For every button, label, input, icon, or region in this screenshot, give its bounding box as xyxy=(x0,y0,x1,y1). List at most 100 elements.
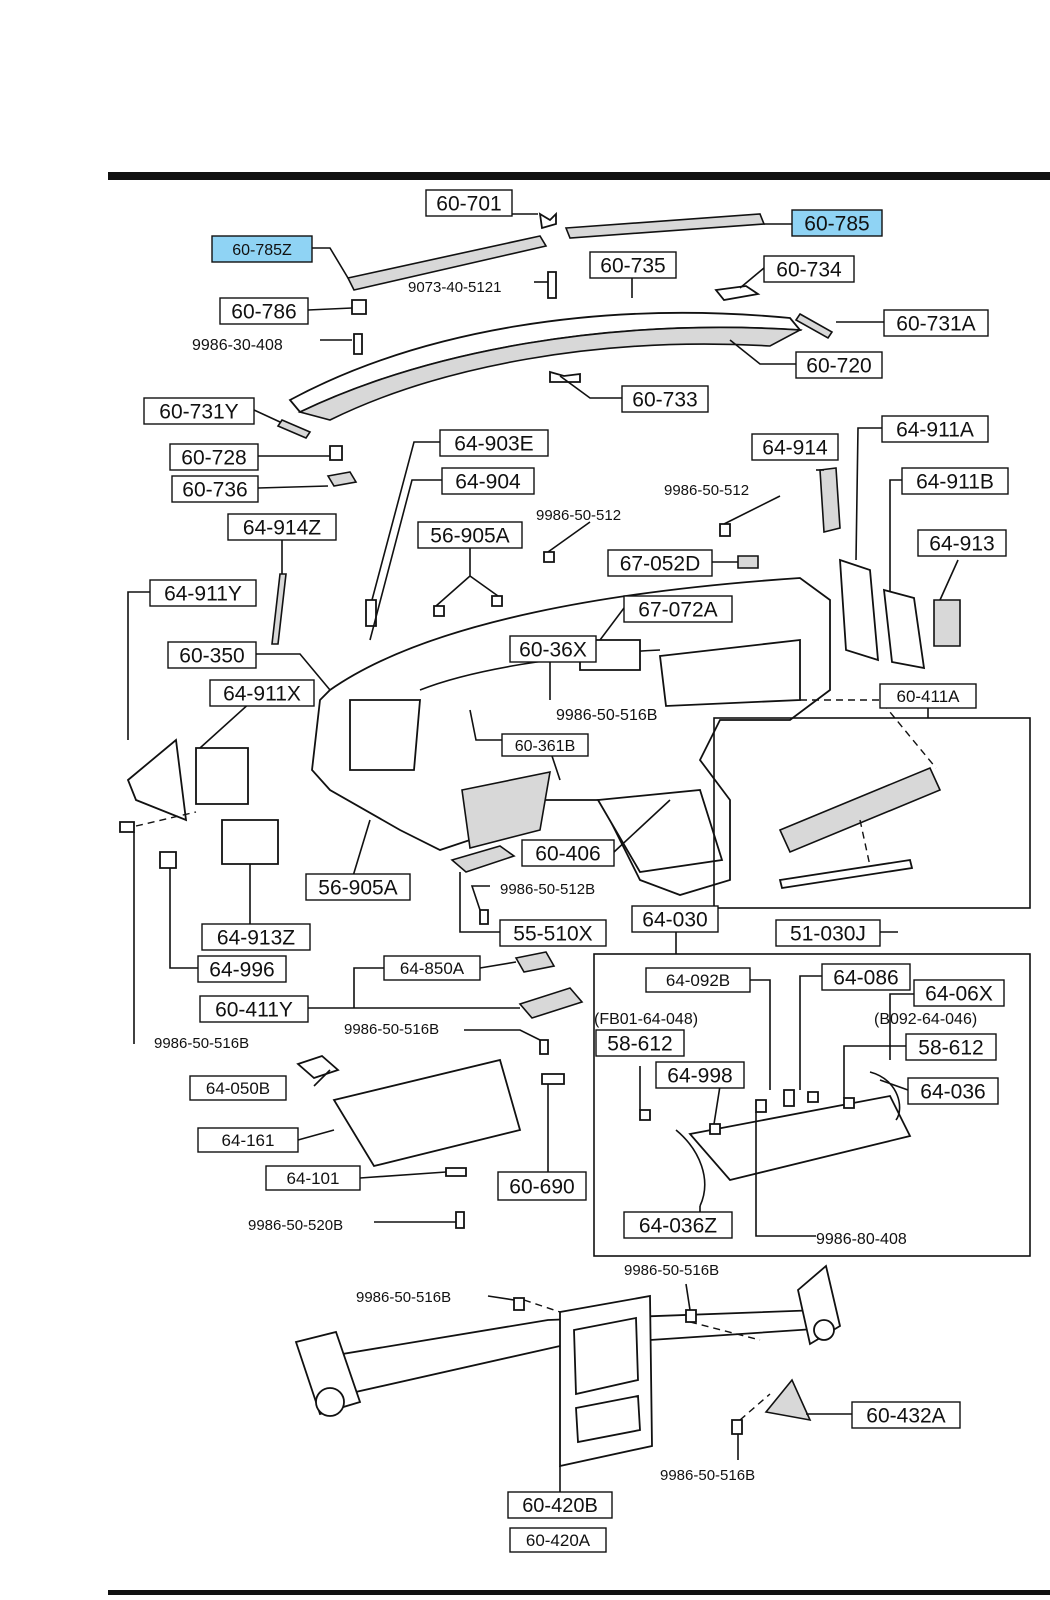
callout-text: 56-905A xyxy=(430,525,509,548)
callout-text: (B092-64-046) xyxy=(874,1011,977,1028)
callout-box xyxy=(219,297,309,325)
callout-60-731y: 60-731Y xyxy=(143,397,255,425)
callout-box xyxy=(509,1527,607,1553)
callout-text: 64-913 xyxy=(929,533,994,556)
callout-text: 60-735 xyxy=(600,255,665,278)
bracket-60-411Y xyxy=(518,987,584,1019)
callout-text: 9986-50-520B xyxy=(248,1217,343,1234)
callout-64-850a: 64-850A xyxy=(383,955,481,981)
callout-text: 9986-50-516B xyxy=(356,1289,451,1306)
callout-box xyxy=(497,1171,587,1201)
screw-9986-50-512-b xyxy=(719,523,731,537)
callout-text: 67-052D xyxy=(620,553,701,576)
callout-box xyxy=(507,1491,613,1519)
callout-60-728: 60-728 xyxy=(169,443,259,471)
callout-64-998: 64-998 xyxy=(655,1061,745,1089)
callout-60-736: 60-736 xyxy=(171,475,259,503)
callout-64-914: 64-914 xyxy=(751,433,839,461)
pad-60-736 xyxy=(326,471,358,487)
dash-line-c xyxy=(739,1393,771,1421)
dash-pad-lower xyxy=(297,326,803,421)
callout-text: 58-612 xyxy=(607,1033,672,1056)
callout-box xyxy=(907,1077,999,1105)
callout-box xyxy=(197,1127,299,1153)
callout-60-350: 60-350 xyxy=(167,641,257,669)
callout-box xyxy=(201,923,311,951)
callout-9986-50-516b: 9986-50-516B xyxy=(624,1262,719,1279)
callout-box xyxy=(879,683,977,709)
left-bracket xyxy=(294,1330,362,1416)
callout-box xyxy=(197,955,287,983)
callout-text: 60-411Y xyxy=(215,999,293,1022)
callout-9986-50-512b: 9986-50-512B xyxy=(500,881,595,898)
callout-56-905a: 56-905A xyxy=(417,521,523,549)
callout-text: 60-786 xyxy=(231,301,296,324)
callout-box xyxy=(595,1029,685,1057)
lower-panel-60-411A xyxy=(778,766,942,854)
callout-box xyxy=(441,467,535,495)
callout-9986-50-516b: 9986-50-516B xyxy=(556,707,657,724)
center-stay-window-upper xyxy=(573,1316,639,1396)
callout-text: 9986-50-516B xyxy=(624,1262,719,1279)
callout-9986-80-408: 9986-80-408 xyxy=(816,1231,907,1248)
callout-64-911b: 64-911B xyxy=(901,467,1009,495)
callout-box xyxy=(305,873,411,901)
callout-box xyxy=(417,521,523,549)
callout-text: 60-728 xyxy=(181,447,246,470)
callout-box xyxy=(209,679,315,707)
callout-64-996: 64-996 xyxy=(197,955,287,983)
callout-60-36x: 60-36X xyxy=(509,635,597,663)
callout-text: 64-911B xyxy=(916,471,994,494)
left-vent-opening xyxy=(349,699,421,771)
callout-text: 60-731A xyxy=(896,313,975,336)
callout-text: 64-850A xyxy=(400,959,465,978)
callout-9986-30-408: 9986-30-408 xyxy=(192,337,283,354)
callout-text: 64-06X xyxy=(925,983,993,1006)
screw-left xyxy=(119,821,135,833)
clip-60-734 xyxy=(714,285,761,301)
screw-9073 xyxy=(547,271,557,299)
callout-64-101: 64-101 xyxy=(265,1165,361,1191)
screw-9986-50-520B xyxy=(455,1211,465,1229)
callout-60-411y: 60-411Y xyxy=(199,995,309,1023)
screw-9986-80-408 xyxy=(755,1099,767,1113)
callout-60-361b: 60-361B xyxy=(501,733,589,757)
right-mount-hole xyxy=(813,1319,835,1341)
center-console-60-406 xyxy=(596,789,724,873)
callout-text: 58-612 xyxy=(918,1037,983,1060)
callout-text: 64-036Z xyxy=(639,1215,717,1238)
callout-text: 64-036 xyxy=(920,1081,985,1104)
callout-text: 9986-30-408 xyxy=(192,337,283,354)
defroster-grille-right xyxy=(564,213,766,239)
callout-box xyxy=(775,919,881,947)
callout-box xyxy=(199,995,309,1023)
panel-64-911A xyxy=(839,558,880,662)
callout-box xyxy=(763,255,855,283)
bolt-a xyxy=(513,1297,525,1311)
clip-64-996 xyxy=(159,851,177,869)
callout-text: 60-785Z xyxy=(232,242,292,259)
callout-box xyxy=(851,1401,961,1429)
callout-box xyxy=(227,513,337,541)
callout-64-086: 64-086 xyxy=(821,963,911,991)
clip-60-728 xyxy=(329,445,343,461)
callout-box xyxy=(425,189,513,217)
callout-60-690: 60-690 xyxy=(497,1171,587,1201)
callout-box xyxy=(645,967,751,993)
callout-box xyxy=(791,209,883,237)
callout-box xyxy=(623,1211,733,1239)
callout-text: 9986-50-516B xyxy=(344,1021,439,1038)
callout-64-913: 64-913 xyxy=(917,529,1007,557)
callout-9073-40-5121: 9073-40-5121 xyxy=(408,279,501,296)
vent-64-913 xyxy=(933,599,961,647)
callout-64-092b: 64-092B xyxy=(645,967,751,993)
callout-box xyxy=(607,549,713,577)
callout-64-036: 64-036 xyxy=(907,1077,999,1105)
callout-b092-64-046: (B092-64-046) xyxy=(874,1011,977,1028)
callout-text: 64-904 xyxy=(455,471,521,494)
callout-text: 51-030J xyxy=(790,923,866,946)
callout-60-735: 60-735 xyxy=(589,251,677,279)
callout-box xyxy=(439,429,549,457)
callout-text: 9986-50-516B xyxy=(660,1467,755,1484)
